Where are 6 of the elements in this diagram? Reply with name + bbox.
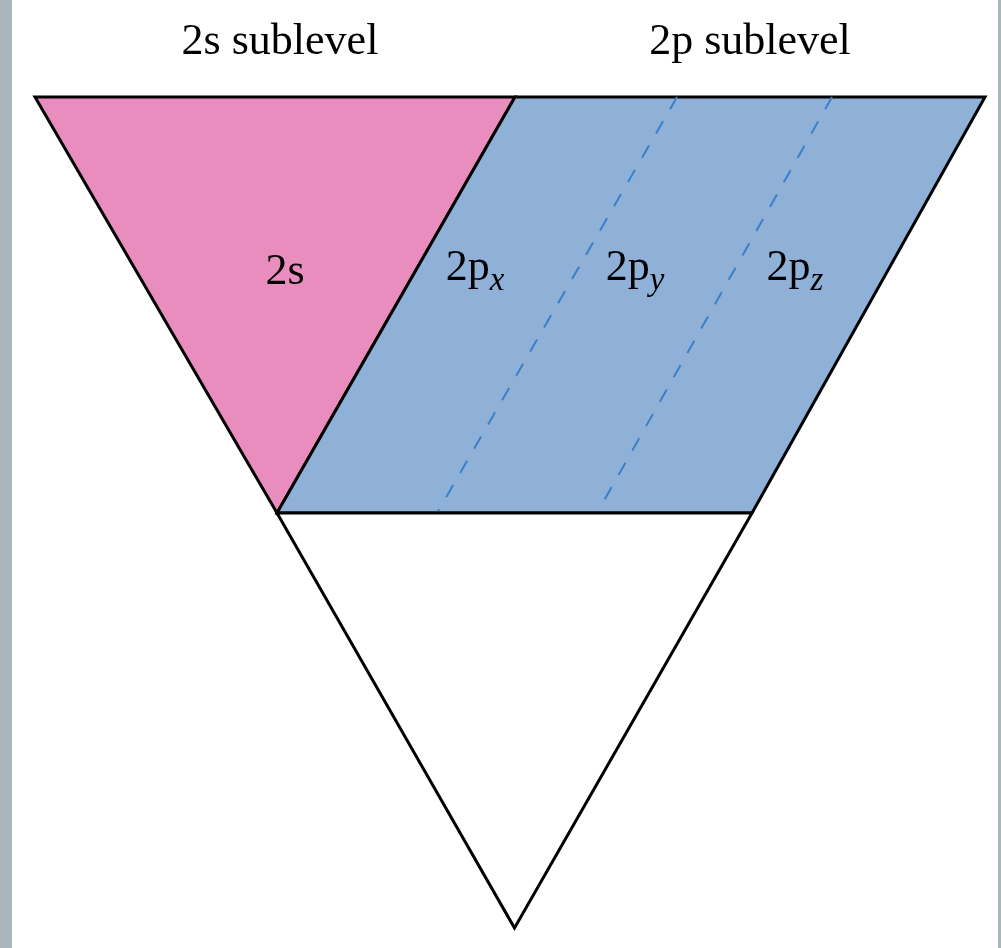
heading: 2p sublevel xyxy=(649,18,851,62)
heading: 2s sublevel xyxy=(181,18,379,62)
region-label: 2p$_{y}$ xyxy=(605,244,665,296)
region-label: 2p$_{z}$ xyxy=(766,244,824,296)
region-label: 2s xyxy=(265,248,305,292)
region-label: 2p$_{x}$ xyxy=(445,244,505,296)
